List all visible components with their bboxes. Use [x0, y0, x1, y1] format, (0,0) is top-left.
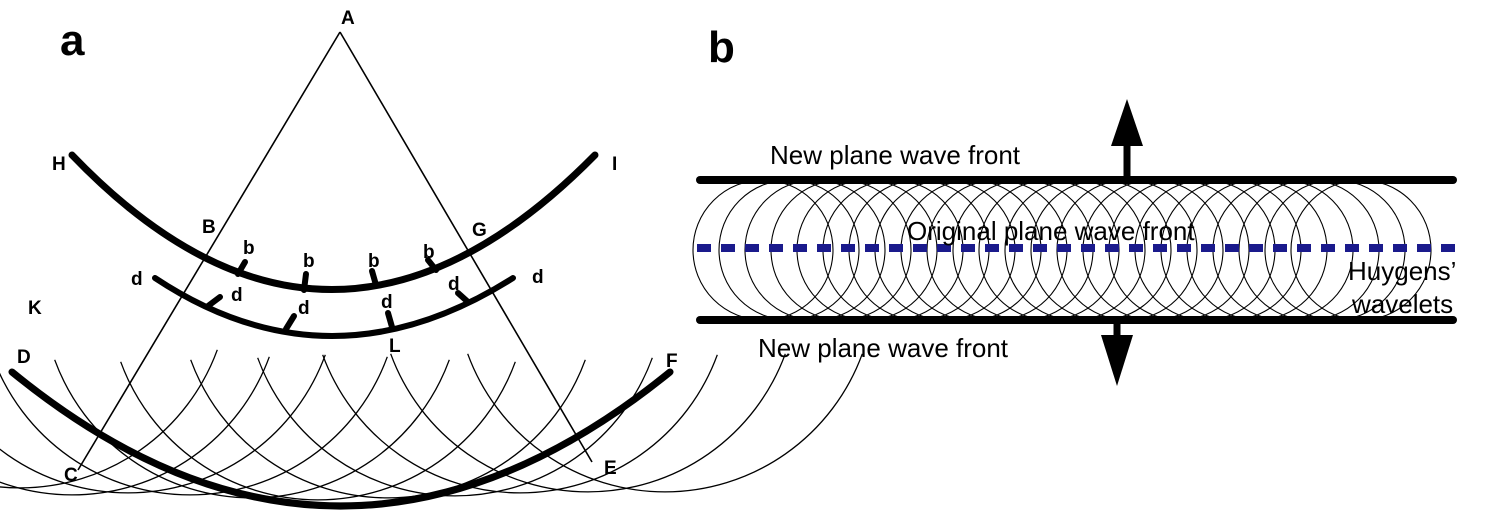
tick-d: [283, 313, 297, 332]
label-d-small: d: [231, 285, 243, 306]
wavelet-arc: [257, 357, 653, 497]
secondary-wavelet-arcs: [0, 349, 863, 501]
front-hi: [68, 151, 599, 293]
tick-d: [455, 290, 471, 305]
front-dd: [152, 275, 516, 339]
wavelet-arc: [467, 353, 863, 493]
label-b-small: b: [423, 242, 435, 263]
top-front-caption: New plane wave front: [770, 140, 1021, 170]
wavelet-circle: [718, 179, 860, 321]
label-l: L: [389, 336, 401, 357]
wavelets-caption-line2: wavelets: [1351, 289, 1453, 319]
wavelet-circle: [1030, 179, 1172, 321]
tick-d: [385, 310, 395, 330]
wavelet-circle: [1004, 179, 1146, 321]
wavelet-circle: [692, 179, 834, 321]
label-d-small: d: [532, 267, 544, 288]
label-b-small: b: [368, 251, 380, 272]
wavelet-circle: [744, 179, 886, 321]
label-d-point: D: [17, 347, 31, 368]
label-d-small: d: [298, 298, 310, 319]
wavelet-arc: [0, 349, 218, 489]
label-i: I: [612, 154, 617, 175]
label-g: G: [472, 220, 487, 241]
wavelets-caption-line1: Huygens’: [1348, 256, 1456, 286]
side-ae: [339, 31, 593, 463]
tick-b: [235, 259, 248, 277]
label-c: C: [64, 465, 78, 486]
label-k: K: [28, 298, 42, 319]
tick-d: [205, 294, 223, 309]
wavelet-arc: [0, 354, 326, 494]
front-df: [8, 368, 674, 510]
wavelet-arc: [390, 353, 786, 493]
panel-b-label: b: [708, 23, 735, 72]
label-b-small: b: [243, 238, 255, 259]
original-front-caption: Original plane wave front: [907, 216, 1195, 246]
label-b-small: b: [303, 251, 315, 272]
wavelet-arc: [322, 354, 718, 494]
panel-a-label: a: [60, 16, 85, 65]
wavelet-circle: [978, 179, 1120, 321]
label-d-small: d: [131, 269, 143, 290]
label-d-small: d: [448, 274, 460, 295]
tick-b: [369, 268, 379, 288]
label-a: A: [341, 8, 355, 29]
wavelet-arc: [0, 356, 388, 496]
tick-b: [425, 257, 439, 273]
label-f: F: [666, 351, 678, 372]
bottom-front-caption: New plane wave front: [758, 333, 1009, 363]
wavelet-arc: [190, 359, 586, 499]
label-h: H: [52, 154, 66, 175]
up-arrow-icon: [1111, 99, 1143, 180]
wavelet-arc: [120, 361, 516, 501]
side-ac: [77, 31, 341, 471]
label-e: E: [604, 458, 617, 479]
tick-b: [301, 271, 309, 293]
wavelet-arc: [54, 359, 450, 499]
wavelet-circle: [1056, 179, 1198, 321]
down-arrow-icon: [1101, 320, 1133, 386]
wavelet-arc: [0, 356, 270, 496]
label-b: B: [202, 217, 216, 238]
panel-a: a A H I B G K D F L C E b b b: [0, 8, 863, 510]
label-d-small: d: [381, 292, 393, 313]
panel-b: b New plane wave front Original plane wa…: [692, 23, 1460, 386]
